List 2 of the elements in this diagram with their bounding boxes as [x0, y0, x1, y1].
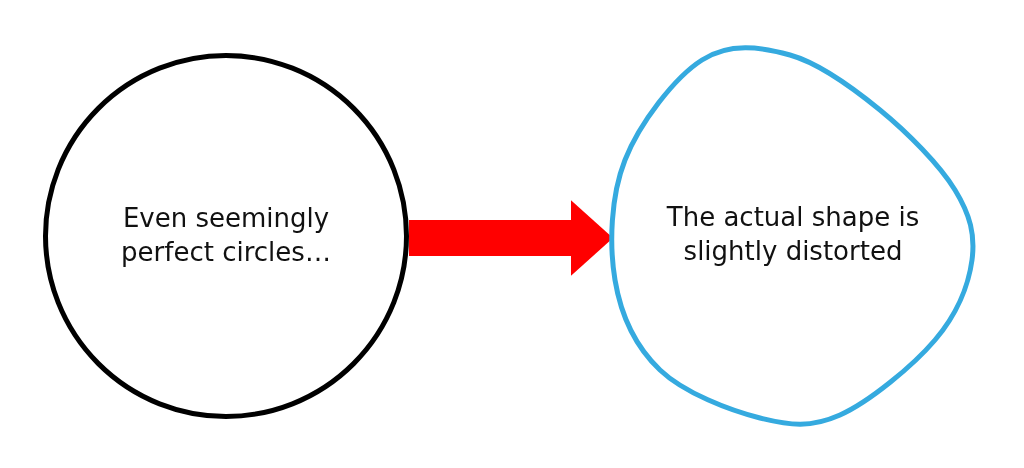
node-text: Even seemingly perfect circles… — [120, 202, 332, 269]
node-text: The actual shape is slightly distorted — [665, 201, 921, 268]
